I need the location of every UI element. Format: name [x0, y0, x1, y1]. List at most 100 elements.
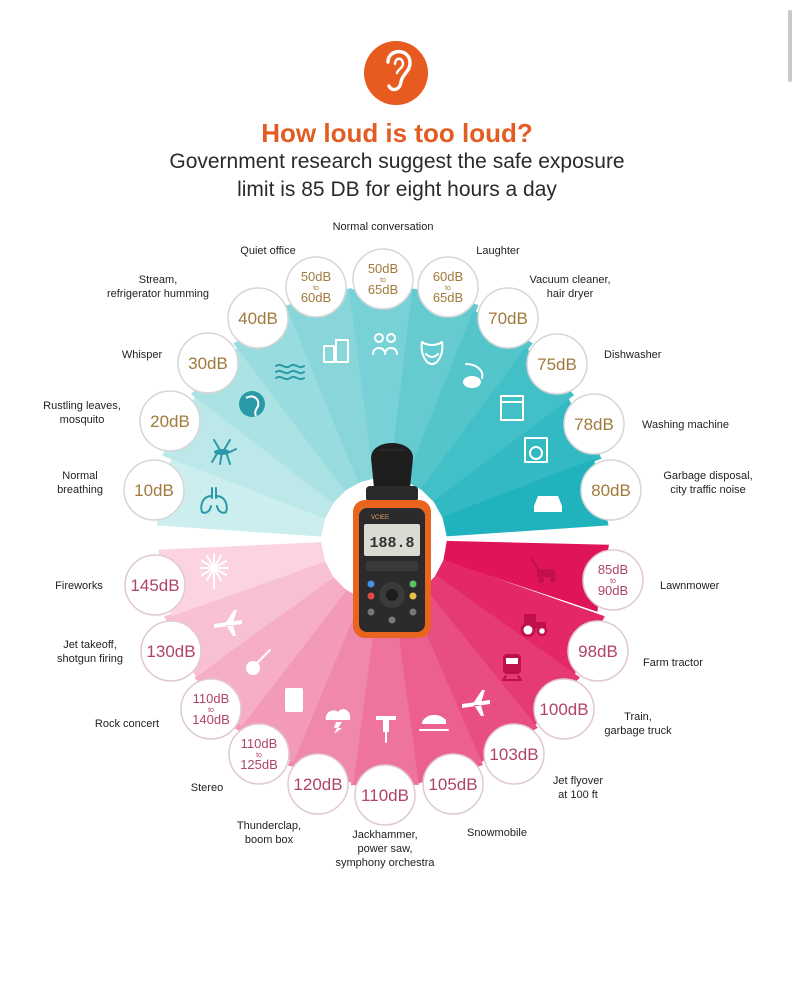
level-segment — [442, 458, 609, 537]
level-label: Stereo — [191, 782, 223, 794]
ear-logo-icon — [364, 41, 428, 105]
office-building-icon — [323, 339, 349, 363]
level-label: city traffic noise — [670, 484, 746, 496]
level-db-bottom: 60dB — [301, 290, 331, 305]
level-badge — [567, 620, 629, 682]
level-db-top: 85dB — [598, 562, 628, 577]
level-db: 80dB — [591, 481, 631, 500]
car-icon — [534, 496, 562, 512]
scrollbar[interactable] — [788, 10, 792, 82]
level-label: Jet takeoff, — [63, 639, 117, 651]
level-segment — [162, 396, 335, 519]
level-db: 30dB — [188, 354, 228, 373]
level-segment — [190, 346, 348, 504]
level-db-bottom: 65dB — [368, 282, 398, 297]
guitar-icon — [246, 649, 271, 675]
level-label: shotgun firing — [57, 653, 123, 665]
level-badge — [354, 764, 416, 826]
level-badge — [177, 332, 239, 394]
level-db-top: 50dB — [301, 269, 331, 284]
level-segment — [349, 288, 418, 479]
level-db: 20dB — [150, 412, 190, 431]
level-label: Lawnmower — [660, 580, 720, 592]
level-db-to: to — [380, 277, 386, 284]
level-label: mosquito — [60, 414, 105, 426]
level-db-to: to — [208, 707, 214, 714]
level-segment — [443, 540, 609, 612]
level-db-to: to — [445, 285, 451, 292]
level-segment — [422, 575, 580, 727]
page-title: How loud is too loud? — [261, 118, 533, 148]
level-label: Train, — [624, 711, 652, 723]
level-badge — [477, 287, 539, 349]
level-badges: 10dB20dB30dB40dB50dBto60dB50dBto65dB60dB… — [123, 248, 644, 826]
level-icons — [199, 333, 562, 743]
level-label: Jackhammer, — [352, 829, 417, 841]
level-label: power saw, — [357, 843, 412, 855]
level-db: 100dB — [539, 700, 588, 719]
level-label: Thunderclap, — [237, 820, 301, 832]
lawnmower-icon — [530, 558, 556, 583]
level-badge — [582, 549, 644, 611]
people-talking-icon — [372, 333, 398, 355]
level-label: Fireworks — [55, 580, 103, 592]
level-db-to: to — [610, 578, 616, 585]
snowmobile-icon — [419, 714, 449, 731]
airplane-icon — [214, 610, 242, 636]
level-label: Quiet office — [240, 245, 295, 257]
level-badge — [483, 723, 545, 785]
level-db: 120dB — [293, 775, 342, 794]
level-badge — [123, 459, 185, 521]
level-segment — [434, 559, 605, 677]
level-segment — [433, 399, 602, 519]
level-db: 105dB — [428, 775, 477, 794]
thunderstorm-icon — [325, 709, 351, 734]
level-badge — [124, 554, 186, 616]
level-db-to: to — [256, 752, 262, 759]
level-segment — [158, 542, 326, 617]
fireworks-icon — [199, 553, 229, 589]
level-label: Garbage disposal, — [663, 470, 752, 482]
level-db: 70dB — [488, 309, 528, 328]
level-label: Whisper — [122, 349, 163, 361]
level-badge — [228, 723, 290, 785]
meter-display-text: 188.8 — [369, 535, 414, 552]
level-db-top: 110dB — [193, 691, 230, 706]
level-segment — [405, 310, 533, 491]
level-segment — [350, 601, 419, 786]
level-segment — [391, 596, 483, 784]
level-db-bottom: 65dB — [433, 290, 463, 305]
level-badge — [227, 287, 289, 349]
level-db: 40dB — [238, 309, 278, 328]
level-segment — [287, 597, 378, 784]
level-db-bottom: 140dB — [192, 712, 230, 727]
level-db-top: 50dB — [368, 261, 398, 276]
tractor-icon — [520, 614, 548, 638]
speaker-icon — [285, 688, 303, 712]
level-segment — [234, 588, 362, 763]
level-db: 130dB — [146, 642, 195, 661]
level-badge — [287, 753, 349, 815]
dishwasher-icon — [500, 395, 524, 421]
sound-level-meter: VCIEE 188.8 — [353, 443, 431, 638]
level-badge — [580, 459, 642, 521]
jackhammer-icon — [376, 716, 396, 743]
level-badge — [533, 678, 595, 740]
level-label: Laughter — [476, 245, 520, 257]
level-segment — [156, 458, 326, 537]
level-badge — [352, 248, 414, 310]
level-db: 75dB — [537, 355, 577, 374]
level-label: Rustling leaves, — [43, 400, 121, 412]
level-badge — [417, 256, 479, 318]
level-db: 103dB — [489, 745, 538, 764]
level-db-to: to — [313, 285, 319, 292]
level-label: Stream, — [139, 274, 178, 286]
washing-machine-icon — [524, 437, 548, 463]
level-label: at 100 ft — [558, 789, 598, 801]
level-segment — [407, 587, 538, 764]
level-badge — [563, 393, 625, 455]
level-db: 98dB — [578, 642, 618, 661]
mosquito-icon — [211, 439, 237, 465]
